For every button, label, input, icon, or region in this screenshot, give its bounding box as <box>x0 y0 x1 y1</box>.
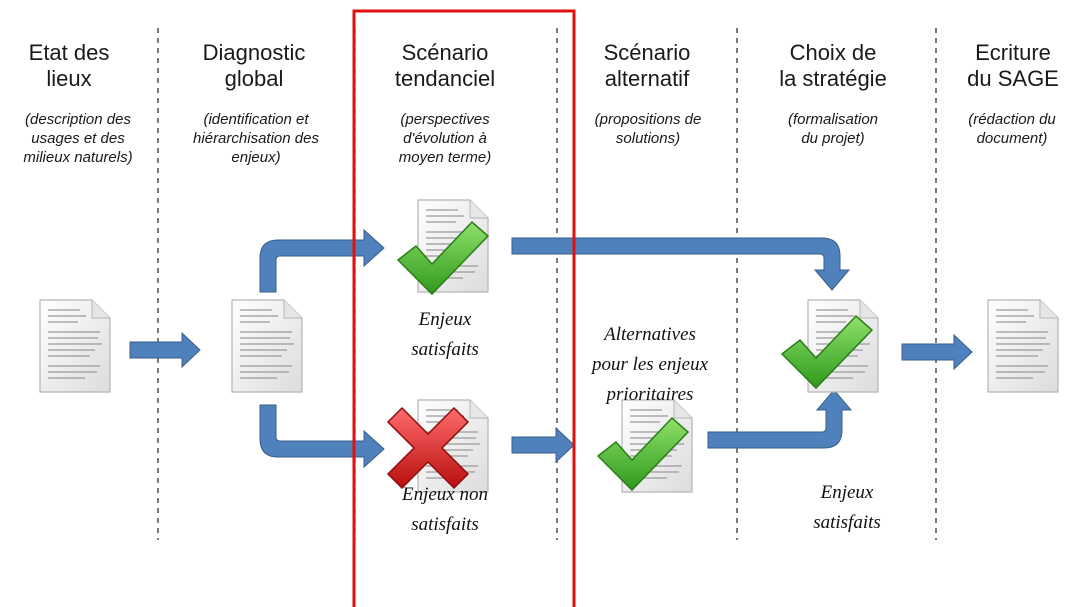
column-subtitle-scenario-alternatif: (propositions de solutions) <box>594 111 702 147</box>
column-subtitle-ecriture-sage: (rédaction du document) <box>968 111 1056 147</box>
column-title-diagnostic: Diagnostic global <box>202 40 306 91</box>
outcome-final-satisfied: Enjeux satisfaits <box>813 482 881 533</box>
highlight-frame <box>352 9 576 607</box>
column-title-scenario-tendanciel: Scénario tendanciel <box>394 40 496 91</box>
document-icon <box>39 299 111 393</box>
outcome-trend-satisfied: Enjeux satisfaits <box>411 309 479 360</box>
document-icon <box>231 299 303 393</box>
column-subtitle-diagnostic: (identification et hiérarchisation des e… <box>193 111 319 166</box>
column-subtitle-scenario-tendanciel: (perspectives d'évolution à moyen terme) <box>398 111 492 166</box>
column-subtitle-choix-strategie: (formalisation du projet) <box>787 111 879 147</box>
column-subtitle-etat-des-lieux: (description des usages et des milieux n… <box>23 111 133 166</box>
column-title-ecriture-sage: Ecriture du SAGE <box>967 40 1059 91</box>
outcome-alternatives: Alternatives pour les enjeux prioritaire… <box>591 324 709 405</box>
outcome-trend-unsatisfied: Enjeux non satisfaits <box>401 484 488 535</box>
column-title-choix-strategie: Choix de la stratégie <box>779 40 887 91</box>
column-title-etat-des-lieux: Etat des lieux <box>28 40 110 91</box>
document-icon <box>987 299 1059 393</box>
column-title-scenario-alternatif: Scénario alternatif <box>603 40 691 91</box>
